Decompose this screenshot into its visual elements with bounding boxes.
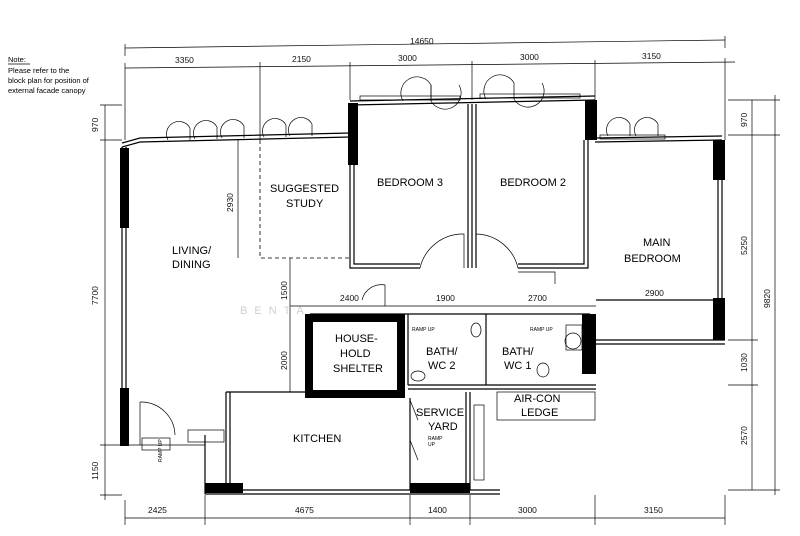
living-label-2: DINING <box>172 259 211 271</box>
windows <box>166 74 666 141</box>
study-label-1: SUGGESTED <box>270 183 339 195</box>
bedroom2-label: BEDROOM 2 <box>500 177 566 189</box>
study-depth-dim: 2930 <box>225 193 235 212</box>
service-label-1: SERVICE <box>416 407 464 419</box>
left-dimensions: 970 7700 1150 <box>90 104 122 500</box>
study-label-2: STUDY <box>286 198 324 210</box>
top-dim-4: 3000 <box>520 52 539 62</box>
right-dimensions: 970 5250 1030 2570 9820 <box>728 95 780 495</box>
top-dim-5: 3150 <box>642 51 661 61</box>
interior-walls <box>237 104 725 490</box>
bath2-label-2: WC 2 <box>428 360 456 372</box>
basin-icon <box>410 370 426 382</box>
main-bedroom-label-1: MAIN <box>643 237 671 249</box>
right-overall-dim: 9820 <box>762 289 772 308</box>
bedroom3-label: BEDROOM 3 <box>377 177 443 189</box>
toilet-icon <box>470 322 482 338</box>
watermark: B E N T A <box>240 305 306 317</box>
shelter-height-dim: 2000 <box>279 351 289 370</box>
toilet-icon <box>536 362 550 378</box>
bath2-label-1: BATH/ <box>426 346 459 358</box>
bottom-dim-5: 3150 <box>644 505 663 515</box>
room-labels: LIVING/ DINING SUGGESTED STUDY BEDROOM 3… <box>172 177 681 445</box>
ramp-labels: RAMP UP RAMP UP RAMP UP RAMP UP <box>158 327 553 462</box>
note-line-3: external facade canopy <box>8 86 86 95</box>
shelter-label-1: HOUSE- <box>335 333 378 345</box>
bath1-label-2: WC 1 <box>504 360 532 372</box>
note-block: Note: Please refer to the block plan for… <box>8 55 90 95</box>
ramp-service-1: RAMP <box>428 436 443 442</box>
shelter-label-2: HOLD <box>340 348 371 360</box>
top-dim-2: 2150 <box>292 54 311 64</box>
doors <box>139 233 556 461</box>
exterior-walls <box>121 95 723 495</box>
shelter-label-3: SHELTER <box>333 363 383 375</box>
main-bed-width-dim: 2900 <box>645 288 664 298</box>
right-dim-1: 970 <box>739 113 749 127</box>
aircon-label-2: LEDGE <box>521 407 558 419</box>
ramp-bath1: RAMP UP <box>530 327 553 333</box>
kitchen-label: KITCHEN <box>293 433 341 445</box>
bath2-width-dim: 1900 <box>436 293 455 303</box>
structural-columns <box>120 100 725 493</box>
bath1-width-dim: 2700 <box>528 293 547 303</box>
top-dim-3: 3000 <box>398 53 417 63</box>
aircon-label-1: AIR-CON <box>514 393 561 405</box>
left-dim-3: 1150 <box>90 461 100 480</box>
shelter-width-dim: 2400 <box>340 293 359 303</box>
note-line-1: Please refer to the <box>8 66 69 75</box>
left-dim-2: 7700 <box>90 286 100 305</box>
ramp-entrance: RAMP UP <box>158 439 164 462</box>
main-bedroom-label-2: BEDROOM <box>624 253 681 265</box>
living-label-1: LIVING/ <box>172 245 212 257</box>
corridor-dim: 1500 <box>279 281 289 300</box>
right-dim-4: 2570 <box>739 426 749 445</box>
bath1-label-1: BATH/ <box>502 346 535 358</box>
ramp-bath2: RAMP UP <box>412 327 435 333</box>
overall-width-label: 14650 <box>410 36 434 46</box>
note-heading: Note: <box>8 55 26 64</box>
ramp-service-2: UP <box>428 442 436 448</box>
right-dim-2: 5250 <box>739 236 749 255</box>
right-dim-3: 1030 <box>739 353 749 372</box>
basin-icon <box>564 332 582 350</box>
top-dimensions: 14650 3350 2150 3000 3000 3150 <box>124 36 736 140</box>
top-dim-1: 3350 <box>175 55 194 65</box>
bottom-dim-3: 1400 <box>428 505 447 515</box>
interior-dimensions: 2930 1500 2000 2400 1900 2700 2900 <box>225 193 664 392</box>
bottom-dimensions: 2425 4675 1400 3000 3150 <box>124 495 726 525</box>
bottom-dim-4: 3000 <box>518 505 537 515</box>
bottom-dim-2: 4675 <box>295 505 314 515</box>
left-dim-1: 970 <box>90 118 100 132</box>
service-label-2: YARD <box>428 421 458 433</box>
note-line-2: block plan for position of <box>8 76 90 85</box>
bottom-dim-1: 2425 <box>148 505 167 515</box>
fixtures <box>141 322 583 451</box>
